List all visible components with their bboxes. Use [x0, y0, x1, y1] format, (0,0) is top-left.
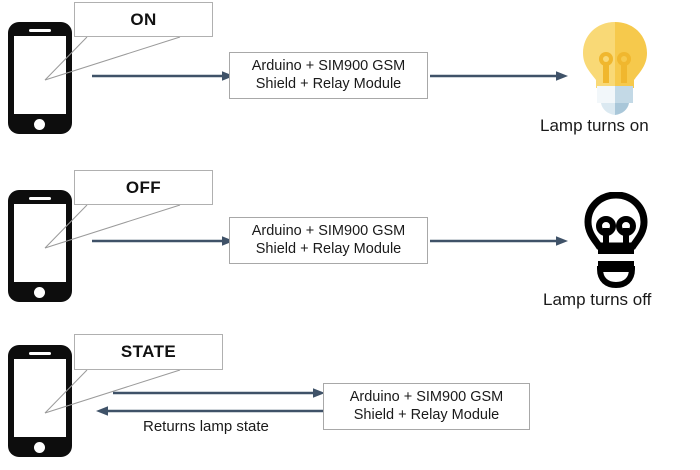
device-line-1: Arduino + SIM900 GSM — [251, 57, 406, 74]
command-label-state: STATE — [120, 342, 177, 361]
smartphone-icon-row-on — [8, 22, 72, 134]
phone-speaker — [29, 197, 51, 200]
phone-home-button — [34, 287, 45, 298]
phone-speaker — [29, 352, 51, 355]
arrow-device-to-phone-row-state — [96, 406, 325, 416]
smartphone-icon-row-state — [8, 345, 72, 457]
callout-bubble-row-off: OFF — [74, 170, 213, 205]
arrow-phone-to-device-row-state — [113, 388, 325, 398]
phone-screen — [14, 36, 66, 114]
arrow-phone-to-device-row-on — [92, 71, 234, 81]
callout-bubble-row-on: ON — [74, 2, 213, 37]
phone-screen — [14, 204, 66, 282]
command-label-on: ON — [130, 9, 157, 29]
lightbulb-off-icon — [584, 192, 648, 288]
phone-home-button — [34, 119, 45, 130]
command-label-off: OFF — [125, 177, 162, 197]
phone-screen — [14, 359, 66, 437]
device-box-row-on: Arduino + SIM900 GSM Shield + Relay Modu… — [229, 52, 428, 99]
device-line-1: Arduino + SIM900 GSM — [251, 222, 406, 239]
device-box-row-off: Arduino + SIM900 GSM Shield + Relay Modu… — [229, 217, 428, 264]
device-line-2: Shield + Relay Module — [255, 75, 402, 92]
phone-speaker — [29, 29, 51, 32]
smartphone-icon-row-off — [8, 190, 72, 302]
device-line-2: Shield + Relay Module — [353, 406, 500, 423]
device-box-row-state: Arduino + SIM900 GSM Shield + Relay Modu… — [323, 383, 530, 430]
arrow-phone-to-device-row-off — [92, 236, 234, 246]
arrow-device-to-lamp-row-off — [430, 236, 568, 246]
device-line-1: Arduino + SIM900 GSM — [349, 388, 504, 405]
device-line-2: Shield + Relay Module — [255, 240, 402, 257]
phone-home-button — [34, 442, 45, 453]
arrow-device-to-lamp-row-on — [430, 71, 568, 81]
lightbulb-on-icon — [583, 22, 647, 115]
callout-bubble-row-state: STATE — [74, 334, 223, 370]
result-caption-row-off: Lamp turns off — [543, 290, 652, 309]
result-caption-row-on: Lamp turns on — [540, 116, 649, 135]
return-arrow-label: Returns lamp state — [143, 418, 269, 435]
